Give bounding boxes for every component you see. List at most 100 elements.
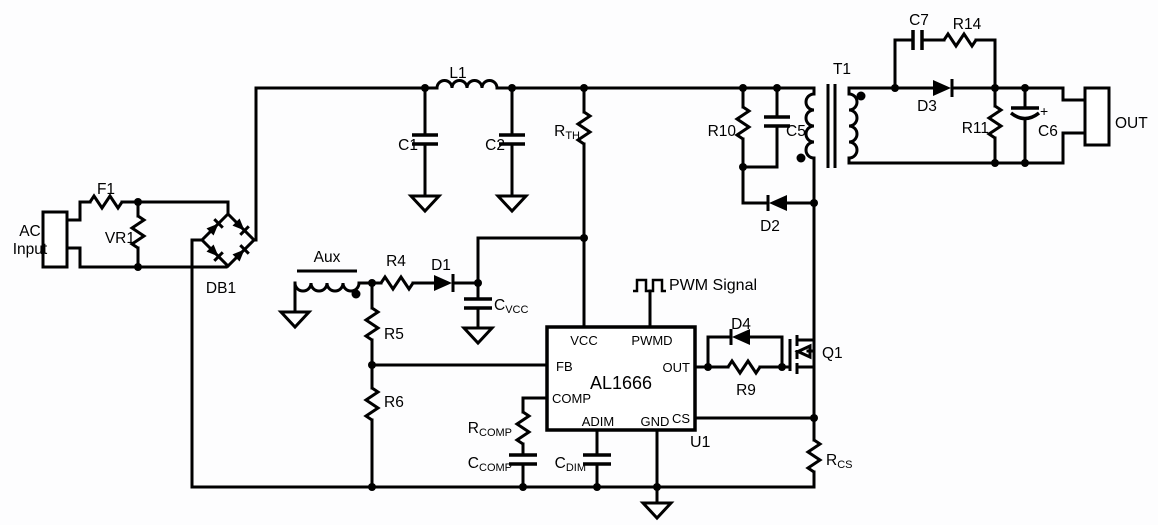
transformer-t1-symbol [804,84,859,168]
label-cvcc-sub: VCC [505,304,528,316]
wire-dc-minus-rail [190,238,816,489]
label-c6: C6 [1038,123,1058,140]
resistor-r5-symbol [363,306,381,342]
label-rth-sub: TH [565,130,580,142]
label-out-connector: OUT [1115,115,1148,132]
wire-sec-bottom [847,131,1087,165]
ground-symbols [277,194,675,521]
wire-ac-top [65,200,230,222]
label-rcomp: RCOMP [468,420,512,439]
capacitor-c2-symbol [499,133,525,146]
label-d3: D3 [917,98,937,115]
resistor-r4-symbol [379,274,415,292]
label-r10: R10 [708,123,737,140]
ic-pin-fb: FB [556,359,573,374]
varistor-vr1-symbol [129,214,147,250]
label-cdim: CDIM [555,455,586,474]
ground-cvcc [460,326,496,346]
ic-pin-comp: COMP [552,391,591,406]
label-rth-base: R [554,123,565,140]
label-rcomp-sub: COMP [479,427,512,439]
primary-polarity-dot [796,153,806,163]
aux-polarity-dot [351,289,361,299]
ground-c1 [407,194,443,214]
label-c6-plus: + [1040,103,1048,119]
label-cvcc: CVCC [494,297,528,316]
diode-d1-symbol [434,274,455,292]
label-rth: RTH [554,123,580,142]
label-d4: D4 [731,316,751,333]
label-cdim-sub: DIM [566,462,586,474]
aux-winding-symbol [293,269,361,293]
resistor-rth-symbol [575,110,593,146]
wire-top-rail-left [252,86,439,242]
ic-pin-gnd: GND [641,414,670,429]
label-r5: R5 [384,326,404,343]
label-d1: D1 [431,257,451,274]
wire-sec-top [847,86,1087,102]
wire-q1 [795,156,816,420]
bridge-rectifier-db1-symbol [199,211,257,269]
capacitor-ccomp-symbol [509,453,537,466]
component-symbols [88,31,1004,474]
wire-aux [293,281,480,314]
ic-pin-out: OUT [663,360,691,375]
label-t1: T1 [833,61,851,78]
wire-rth [476,86,586,285]
label-ccomp-sub: COMP [479,462,512,474]
resistor-rcs-symbol [805,438,823,474]
label-r9: R9 [736,382,756,399]
wire-top-rail-right [495,86,816,96]
label-rcomp-base: R [468,420,479,437]
label-l1: L1 [449,65,466,82]
label-ac-input-1: AC [19,223,41,240]
ic-al1666-body [545,325,697,432]
ic-pin-pwmd: PWMD [631,333,672,348]
label-rcs-base: R [826,452,837,469]
secondary-polarity-dot [856,91,866,101]
label-c2: C2 [485,137,505,154]
resistor-r6-symbol [363,386,381,422]
wire-comp [521,396,549,489]
junction-dots [134,84,1029,491]
capacitor-plates [412,30,1041,466]
ic-part-number: AL1666 [590,373,652,393]
label-cvcc-base: C [494,297,505,314]
label-ac-input-2: Input [13,241,48,258]
mosfet-q1-symbol [788,335,812,374]
label-r6: R6 [384,394,404,411]
fuse-f1-symbol [88,193,124,211]
ground-ic [639,501,675,521]
ground-aux [277,310,313,330]
resistor-r10-symbol [734,105,752,141]
label-f1: F1 [97,181,115,198]
wire-c7-branch [893,38,997,90]
resistor-rcomp-symbol [514,410,532,446]
inductor-l1-symbol [435,79,499,89]
resistor-r11-symbol [986,104,1004,140]
label-aux: Aux [314,249,341,266]
capacitor-c6-symbol [1009,106,1041,121]
ic-pin-adim: ADIM [582,414,615,429]
label-q1: Q1 [822,345,843,362]
wire-snubber-join [741,165,779,205]
label-rcs-sub: CS [837,459,852,471]
label-ccomp: CCOMP [468,455,512,474]
out-connector [1083,86,1111,147]
label-r14: R14 [953,16,982,33]
wire-d4-branch [706,335,784,369]
label-r11: R11 [962,120,989,137]
label-rcs: RCS [826,452,852,471]
label-d2: D2 [760,218,780,235]
pwm-waveform-icon [633,278,666,293]
label-vr1: VR1 [105,230,135,247]
capacitor-c1-symbol [412,133,438,146]
diode-d2-symbol [766,195,787,211]
diode-d4-symbol [729,329,750,345]
ic-pin-vcc: VCC [570,333,597,348]
capacitor-c5-symbol [764,115,790,128]
capacitor-cdim-symbol [583,453,611,466]
ic-ref-designator: U1 [690,434,711,451]
